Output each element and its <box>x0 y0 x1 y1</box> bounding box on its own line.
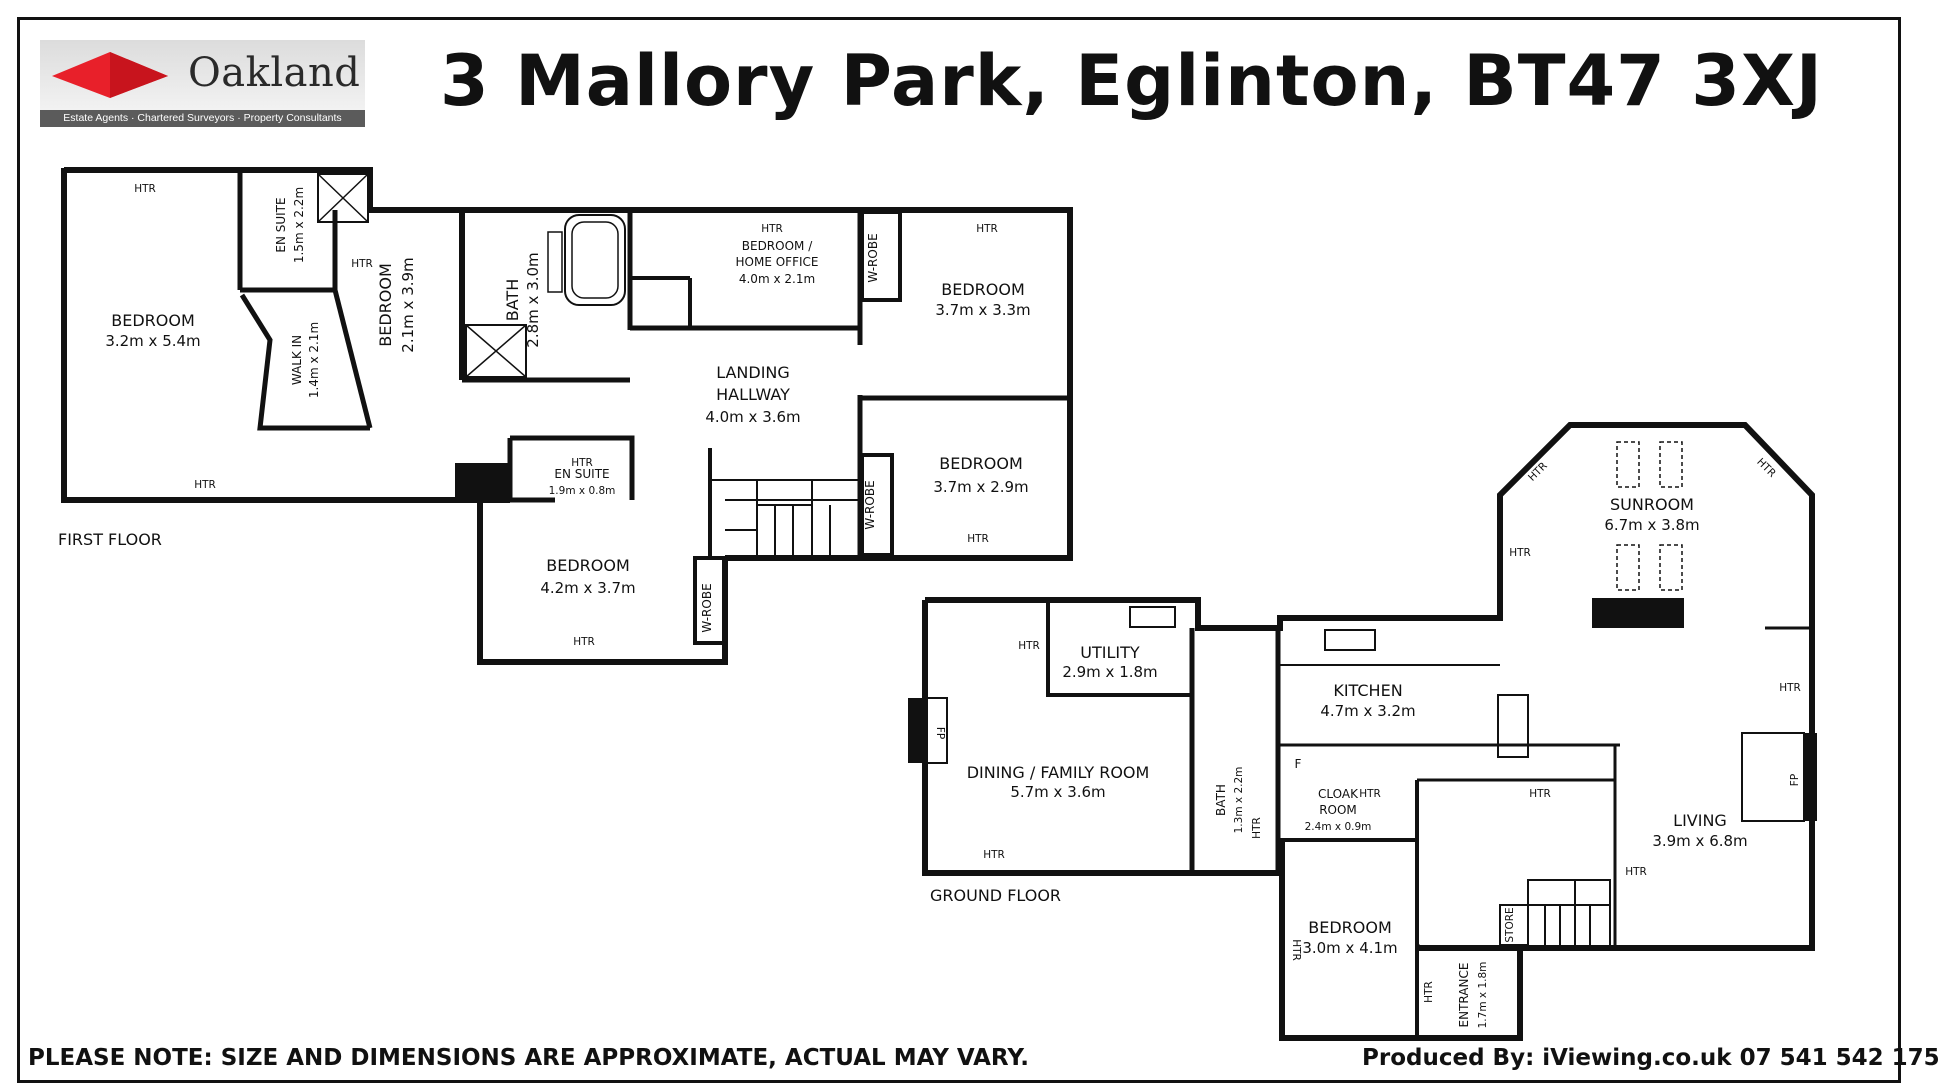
stove-block <box>1592 598 1684 628</box>
first-floor-label: FIRST FLOOR <box>58 530 162 549</box>
walkin-size: 1.4m x 2.1m <box>307 322 321 398</box>
htr-label: HTR <box>1625 866 1647 878</box>
oakland-logo: Oakland Estate Agents · Chartered Survey… <box>40 40 365 127</box>
logo-diamond-icon <box>52 52 168 98</box>
htr-label: HTR <box>1251 817 1263 839</box>
bed4-name: BEDROOM <box>939 454 1023 473</box>
bath1-size: 2.8m x 3.0m <box>524 252 542 347</box>
wrobe2-label: W-ROBE <box>863 480 877 529</box>
bed3-name: BEDROOM <box>941 280 1025 299</box>
property-title: 3 Mallory Park, Eglinton, BT47 3XJ <box>440 40 1823 122</box>
entrance-size: 1.7m x 1.8m <box>1477 962 1489 1029</box>
htr-label: HTR <box>351 258 373 270</box>
office-name2: HOME OFFICE <box>736 255 819 269</box>
living-fireplace-block <box>1803 733 1817 821</box>
bath2-size: 1.3m x 2.2m <box>1233 767 1245 834</box>
kitchen-name: KITCHEN <box>1333 681 1402 700</box>
ground-floor-label: GROUND FLOOR <box>930 886 1062 905</box>
utility-name: UTILITY <box>1080 643 1140 662</box>
htr-label: HTR <box>571 457 593 469</box>
htr-label: HTR <box>1779 682 1801 694</box>
htr-label: HTR <box>1290 939 1302 961</box>
logo-panel: Oakland <box>40 40 365 110</box>
ensuite1-size: 1.5m x 2.2m <box>292 187 306 263</box>
office-name: BEDROOM / <box>742 239 813 253</box>
cloak-name: CLOAK <box>1318 787 1359 801</box>
htr-label: HTR <box>134 183 156 195</box>
wrobe3-label: W-ROBE <box>700 583 714 632</box>
dining-size: 5.7m x 3.6m <box>1010 783 1105 801</box>
kitchen-size: 4.7m x 3.2m <box>1320 702 1415 720</box>
htr-label: HTR <box>1359 788 1381 800</box>
ground-floor-walls <box>922 422 1815 1041</box>
room-labels: BEDROOM 3.2m x 5.4m EN SUITE 1.5m x 2.2m… <box>105 187 1801 1029</box>
sunroom-size: 6.7m x 3.8m <box>1604 516 1699 534</box>
htr-label: HTR <box>976 223 998 235</box>
bath1-name: BATH <box>503 279 522 321</box>
bed1-size: 3.2m x 5.4m <box>105 332 200 350</box>
landing-name: LANDING <box>716 363 790 382</box>
bed6-size: 3.0m x 4.1m <box>1302 939 1397 957</box>
htr-label: HTR <box>194 479 216 491</box>
store-label: STORE <box>1504 907 1516 942</box>
fp-dining-label: FP <box>934 727 946 739</box>
f-label: F <box>1295 757 1302 771</box>
landing-name2: HALLWAY <box>716 385 790 404</box>
bed5-size: 4.2m x 3.7m <box>540 579 635 597</box>
logo-tagline: Estate Agents · Chartered Surveyors · Pr… <box>63 112 342 124</box>
bed3-size: 3.7m x 3.3m <box>935 301 1030 319</box>
bed2-name: BEDROOM <box>376 263 395 347</box>
producer-credit: Produced By: iViewing.co.uk 07 541 542 1… <box>1362 1045 1940 1071</box>
utility-size: 2.9m x 1.8m <box>1062 663 1157 681</box>
htr-label: HTR <box>1529 788 1551 800</box>
bed1-name: BEDROOM <box>111 311 195 330</box>
cloak-size: 2.4m x 0.9m <box>1305 821 1372 833</box>
htr-label: HTR <box>1018 640 1040 652</box>
wrobe1-label: W-ROBE <box>866 233 880 282</box>
ensuite1-name: EN SUITE <box>274 197 288 252</box>
first-floor-walls <box>61 167 1073 665</box>
bed2-size: 2.1m x 3.9m <box>399 257 417 352</box>
living-size: 3.9m x 6.8m <box>1652 832 1747 850</box>
page-frame <box>17 17 1901 1083</box>
htr-label: HTR <box>1509 547 1531 559</box>
logo-name: Oakland <box>188 50 361 96</box>
bed4-size: 3.7m x 2.9m <box>933 478 1028 496</box>
sunroom-name: SUNROOM <box>1610 495 1694 514</box>
bath2-name: BATH <box>1214 784 1228 816</box>
bed5-name: BEDROOM <box>546 556 630 575</box>
htr-label: HTR <box>1423 981 1435 1003</box>
chimney-block <box>455 463 510 503</box>
dining-name: DINING / FAMILY ROOM <box>967 763 1150 782</box>
htr-label: HTR <box>967 533 989 545</box>
fp-living-label: FP <box>1789 774 1801 786</box>
living-name: LIVING <box>1673 811 1727 830</box>
cloak-name2: ROOM <box>1319 803 1357 817</box>
ensuite2-size: 1.9m x 0.8m <box>549 485 616 497</box>
heater-labels: HTR HTR HTR HTR HTR HTR HTR HTR HTR HTR … <box>134 183 1801 1003</box>
htr-label: HTR <box>983 849 1005 861</box>
disclaimer-note: PLEASE NOTE: SIZE AND DIMENSIONS ARE APP… <box>28 1045 1029 1071</box>
ensuite2-name: EN SUITE <box>554 467 609 481</box>
bed6-name: BEDROOM <box>1308 918 1392 937</box>
landing-size: 4.0m x 3.6m <box>705 408 800 426</box>
entrance-name: ENTRANCE <box>1457 963 1471 1028</box>
office-size: 4.0m x 2.1m <box>739 272 815 286</box>
htr-label: HTR <box>573 636 595 648</box>
dining-fireplace-block <box>908 698 926 763</box>
htr-label: HTR <box>761 223 783 235</box>
walkin-name: WALK IN <box>290 335 304 385</box>
